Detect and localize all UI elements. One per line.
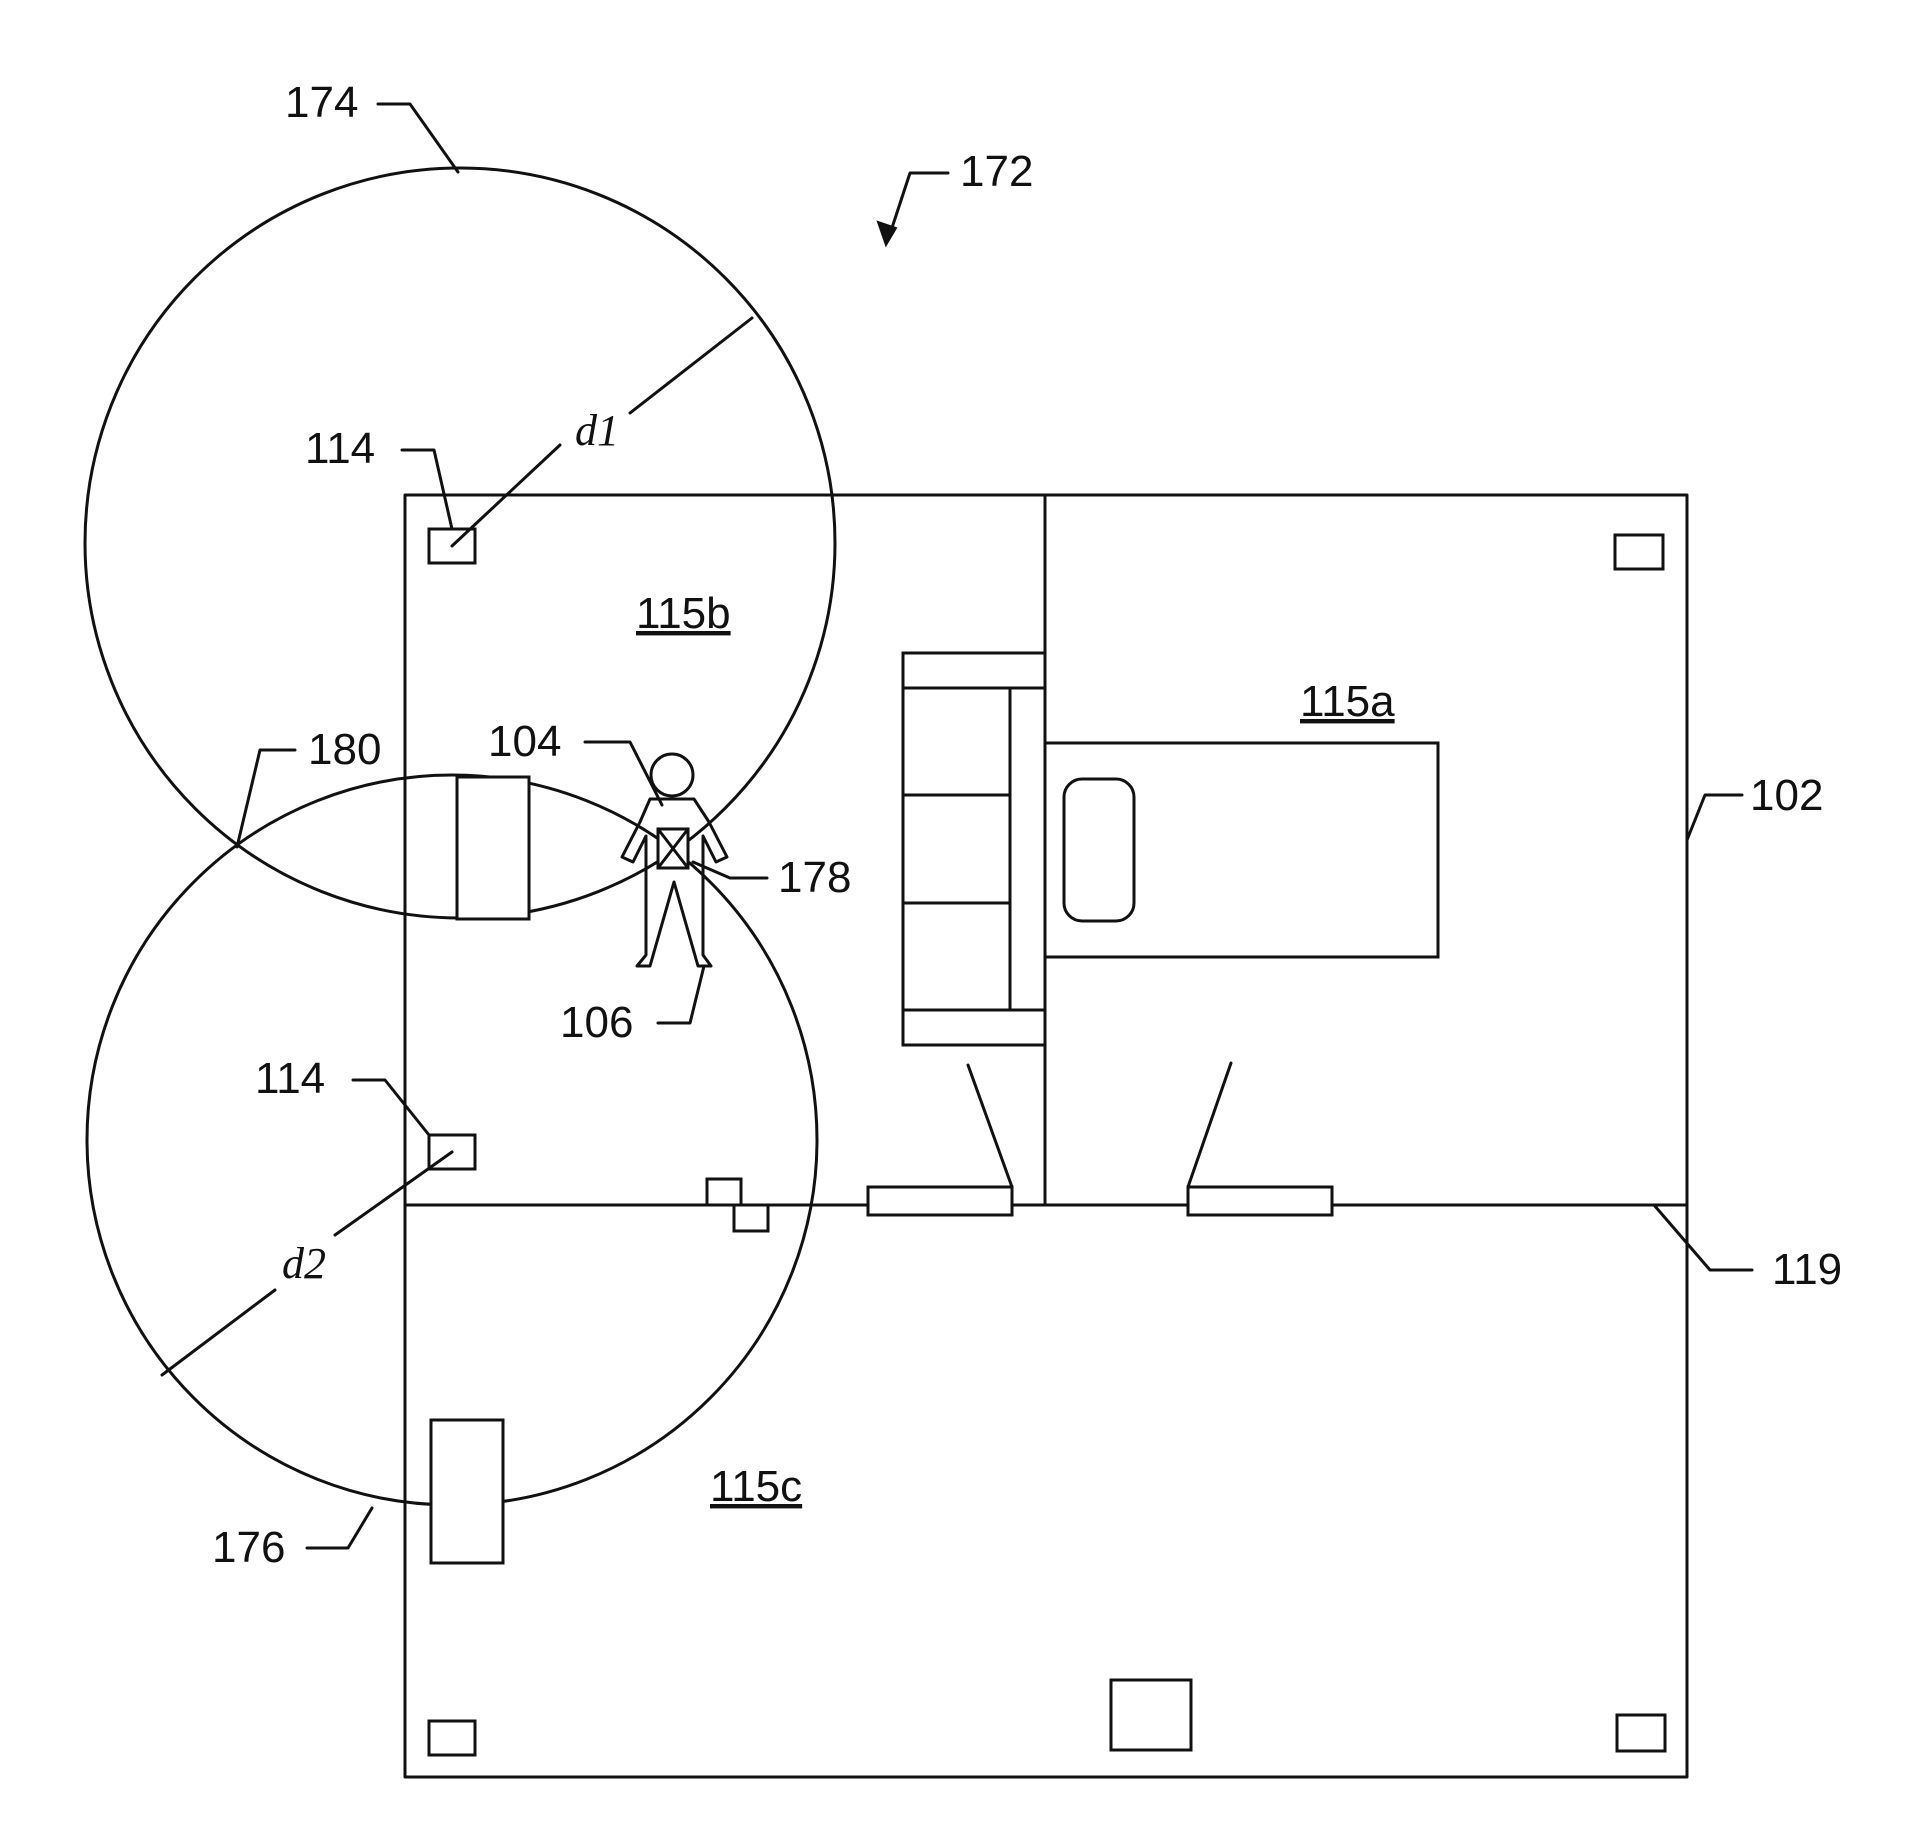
distance-line-d2-outer (162, 1290, 275, 1375)
leader-119 (1654, 1205, 1752, 1270)
label-180: 180 (308, 725, 381, 774)
label-106: 106 (560, 998, 633, 1047)
label-114-top: 114 (305, 424, 375, 473)
label-room-115a: 115a (1300, 677, 1395, 726)
leader-180 (237, 750, 295, 847)
bed (1045, 743, 1438, 957)
wall-fixture-upper (707, 1179, 741, 1205)
leader-114-bottom (353, 1080, 429, 1135)
leader-106 (658, 966, 704, 1023)
person-106 (622, 754, 727, 966)
label-room-115c: 115c (710, 1462, 802, 1511)
person-head (651, 754, 693, 796)
leader-176 (307, 1508, 372, 1548)
label-114-bottom: 114 (255, 1054, 325, 1103)
dresser (903, 653, 1045, 1045)
label-104: 104 (488, 717, 561, 766)
sensor-room-a (1615, 535, 1663, 569)
sensor-bottom-center (1111, 1680, 1191, 1750)
leader-172-arrow-shaft (888, 173, 948, 240)
label-102: 102 (1750, 771, 1823, 820)
door-left-swing (968, 1065, 1012, 1187)
door-right-swing (1188, 1063, 1231, 1187)
distance-line-d2-inner (335, 1152, 452, 1235)
door-left (868, 1187, 1012, 1215)
leader-174 (378, 104, 458, 172)
label-d2: d2 (282, 1239, 326, 1288)
wall-fixture-lower (734, 1205, 768, 1231)
label-119: 119 (1772, 1245, 1842, 1294)
furniture-room-c (431, 1420, 503, 1563)
door-right (1188, 1187, 1332, 1215)
leader-102 (1687, 795, 1742, 840)
label-172: 172 (960, 147, 1033, 196)
label-174: 174 (285, 78, 358, 127)
distance-line-d1-outer (630, 318, 752, 413)
sensor-bottom-right (1617, 1715, 1665, 1751)
leader-114-top (402, 450, 452, 529)
label-room-115b: 115b (636, 589, 731, 638)
sensor-bottom-left (429, 1721, 475, 1755)
label-176: 176 (212, 1523, 285, 1572)
cabinet (457, 777, 529, 919)
label-d1: d1 (575, 406, 619, 455)
label-178: 178 (778, 853, 851, 902)
